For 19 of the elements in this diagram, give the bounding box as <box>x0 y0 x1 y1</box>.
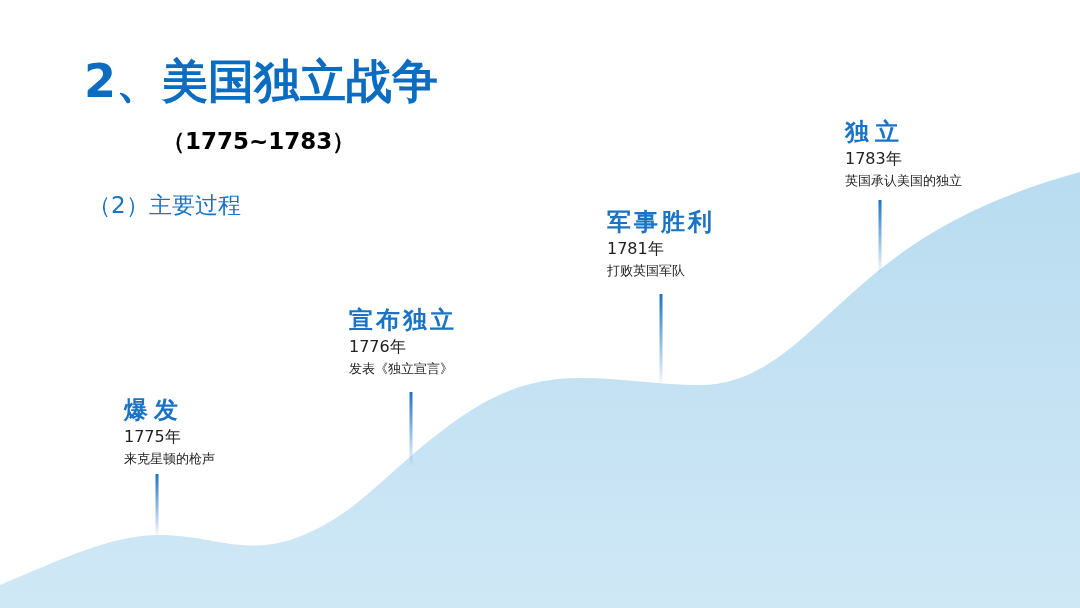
milestone-description: 打败英国军队 <box>607 262 686 280</box>
milestone-heading: 独立 <box>845 117 906 148</box>
milestone-description: 英国承认美国的独立 <box>845 172 962 190</box>
milestone-heading: 爆发 <box>124 395 185 426</box>
subtitle-years: （1775~1783） <box>162 130 356 153</box>
leader-line <box>155 474 159 535</box>
title: 2、美国独立战争 <box>84 58 438 104</box>
milestone-heading: 宣布独立 <box>349 305 457 336</box>
leader-line <box>409 392 413 465</box>
milestone-description: 发表《独立宣言》 <box>349 360 454 378</box>
milestone-year: 1781年 <box>607 238 665 260</box>
leader-line <box>659 294 663 383</box>
milestone-description: 来克星顿的枪声 <box>124 450 215 468</box>
milestone-year: 1775年 <box>124 426 182 448</box>
section-heading: （2）主要过程 <box>88 194 241 217</box>
leader-line <box>878 200 882 272</box>
milestone-year: 1776年 <box>349 336 407 358</box>
milestone-year: 1783年 <box>845 148 903 170</box>
milestone-heading: 军事胜利 <box>607 207 715 238</box>
